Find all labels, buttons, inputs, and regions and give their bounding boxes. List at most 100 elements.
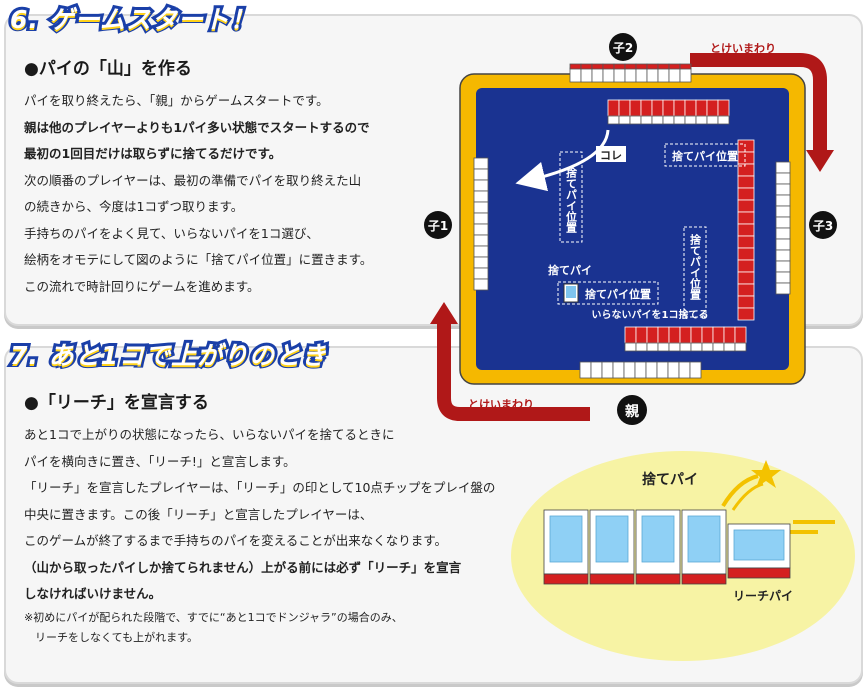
wall-tile-bottom xyxy=(689,361,702,379)
wall-tile-top xyxy=(580,67,593,83)
wall-tile-top xyxy=(646,67,659,83)
wall-tile-bottom xyxy=(656,361,669,379)
wall-tile-top-back xyxy=(668,63,681,70)
wall-tile-bottom xyxy=(667,361,680,379)
discard-tile-label: 捨てパイ xyxy=(548,263,592,277)
section7-line-1: あと1コで上がりの状態になったら、いらないパイを捨てるときに xyxy=(24,427,395,442)
wall-tile-right xyxy=(775,227,791,240)
player-right-label: 子3 xyxy=(813,219,833,233)
section6-line-2: 親は他のプレイヤーよりも1パイ多い状態でスタートするので xyxy=(24,119,370,135)
inner-tile-bottom xyxy=(712,326,725,344)
inner-tile-top xyxy=(618,99,631,117)
section6-line-1: パイを取り終えたら、「親」からゲームスタートです。 xyxy=(24,93,329,108)
section7-note-1: ※初めにパイが配られた段階で、すでに“あと1コでドンジャラ”の場合のみ、 xyxy=(24,610,403,624)
section7-note-2: リーチをしなくても上がれます。 xyxy=(24,630,199,644)
section6-line-4: 次の順番のプレイヤーは、最初の準備でパイを取り終えた山 xyxy=(24,172,362,188)
wall-tile-top xyxy=(624,67,637,83)
motion-line-4 xyxy=(778,530,818,534)
inner-tile-top xyxy=(695,99,708,117)
wall-tile-top xyxy=(679,67,692,83)
clockwise-arrow-top-head xyxy=(806,150,834,172)
inner-tile-top-base xyxy=(640,115,653,125)
inner-tile-bottom xyxy=(734,326,747,344)
discard-zone-left-label: 捨てパイ位置 xyxy=(565,166,578,233)
section6-line-8: この流れで時計回りにゲームを進めます。 xyxy=(24,278,260,294)
inner-tile-right xyxy=(737,307,755,321)
wall-tile-top-back xyxy=(591,63,604,70)
wall-tile-left xyxy=(473,179,489,192)
inner-tile-top xyxy=(651,99,664,117)
discard-zone-left xyxy=(559,151,583,243)
wall-tile-right xyxy=(775,216,791,229)
inner-tile-top-base xyxy=(618,115,631,125)
hand-tile-back xyxy=(543,573,589,585)
inner-tile-right xyxy=(737,211,755,225)
wall-tile-right xyxy=(775,205,791,218)
inner-tile-bottom-base xyxy=(657,342,670,352)
hand-tile-back xyxy=(589,573,635,585)
discarded-tile-face xyxy=(566,286,576,298)
wall-tile-top xyxy=(569,67,582,83)
wall-tile-right xyxy=(775,260,791,273)
clockwise-arrow-bottom xyxy=(437,322,590,421)
inner-tile-top xyxy=(673,99,686,117)
hand-tiles xyxy=(543,509,791,585)
inner-tile-top xyxy=(662,99,675,117)
wall-tile-left xyxy=(473,267,489,280)
inner-tile-right xyxy=(737,139,755,153)
section7-subheading: ●「リーチ」を宣言する xyxy=(24,393,209,413)
wall-tile-top-back xyxy=(624,63,637,70)
inner-tile-top-base xyxy=(651,115,664,125)
inner-tile-top xyxy=(717,99,730,117)
section6-body: パイを取り終えたら、「親」からゲームスタートです。 親は他のプレイヤーよりも1パ… xyxy=(24,88,372,300)
wall-tile-top-back xyxy=(602,63,615,70)
riichi-discard-label: 捨てパイ xyxy=(642,471,698,488)
inner-tile-bottom-base xyxy=(701,342,714,352)
wall-tile-right xyxy=(775,161,791,174)
inner-tile-bottom xyxy=(690,326,703,344)
inner-tile-bottom-base xyxy=(734,342,747,352)
inner-tile-top-base xyxy=(662,115,675,125)
kore-label: コレ xyxy=(600,149,622,162)
inner-tile-top xyxy=(706,99,719,117)
wall-tile-bottom xyxy=(645,361,658,379)
inner-tile-top-base xyxy=(695,115,708,125)
wall-tile-top-back xyxy=(613,63,626,70)
hand-tile-face xyxy=(641,515,675,563)
section7-line-7: しなければいけません。 xyxy=(24,586,162,601)
inner-tile-bottom-base xyxy=(712,342,725,352)
wall-tile-bottom xyxy=(590,361,603,379)
riichi-figure: 捨てパイ リーチパイ xyxy=(511,451,855,661)
arrow-top-label: とけいまわり xyxy=(710,42,776,55)
inner-tile-bottom-base xyxy=(624,342,637,352)
inner-tile-bottom xyxy=(668,326,681,344)
wall-tile-right xyxy=(775,249,791,262)
inner-tile-top-base xyxy=(717,115,730,125)
inner-tile-bottom-base xyxy=(668,342,681,352)
wall-tile-top xyxy=(657,67,670,83)
wall-tile-left xyxy=(473,278,489,291)
wall-tile-right xyxy=(775,194,791,207)
inner-tile-top xyxy=(640,99,653,117)
wall-tile-right xyxy=(775,238,791,251)
wall-tile-left xyxy=(473,245,489,258)
section6-line-7: 絵柄をオモテにして図のように「捨てパイ位置」に置きます。 xyxy=(24,252,373,267)
section7-line-3: 「リーチ」を宣言したプレイヤーは、「リーチ」の印として10点チップをプレイ盤の xyxy=(24,480,496,495)
inner-tile-top-base xyxy=(629,115,642,125)
section7-line-5: このゲームが終了するまで手持ちのパイを変えることが出来なくなります。 xyxy=(24,533,448,548)
wall-tile-top-back xyxy=(657,63,670,70)
wall-tile-bottom xyxy=(634,361,647,379)
player-left-badge xyxy=(424,211,452,239)
board-surface xyxy=(476,88,789,370)
inner-tile-bottom-base xyxy=(690,342,703,352)
wall-tile-top xyxy=(613,67,626,83)
inner-tiles xyxy=(607,99,755,352)
section6-line-5: の続きから、今度は1コずつ取ります。 xyxy=(24,199,244,214)
kore-box xyxy=(596,146,626,162)
inner-tile-top-base xyxy=(684,115,697,125)
wall-tile-right xyxy=(775,271,791,284)
discard-zone-right xyxy=(683,226,707,318)
wall-tile-left xyxy=(473,212,489,225)
clockwise-arrow-top xyxy=(690,53,827,152)
wall-tile-top-back xyxy=(569,63,582,70)
